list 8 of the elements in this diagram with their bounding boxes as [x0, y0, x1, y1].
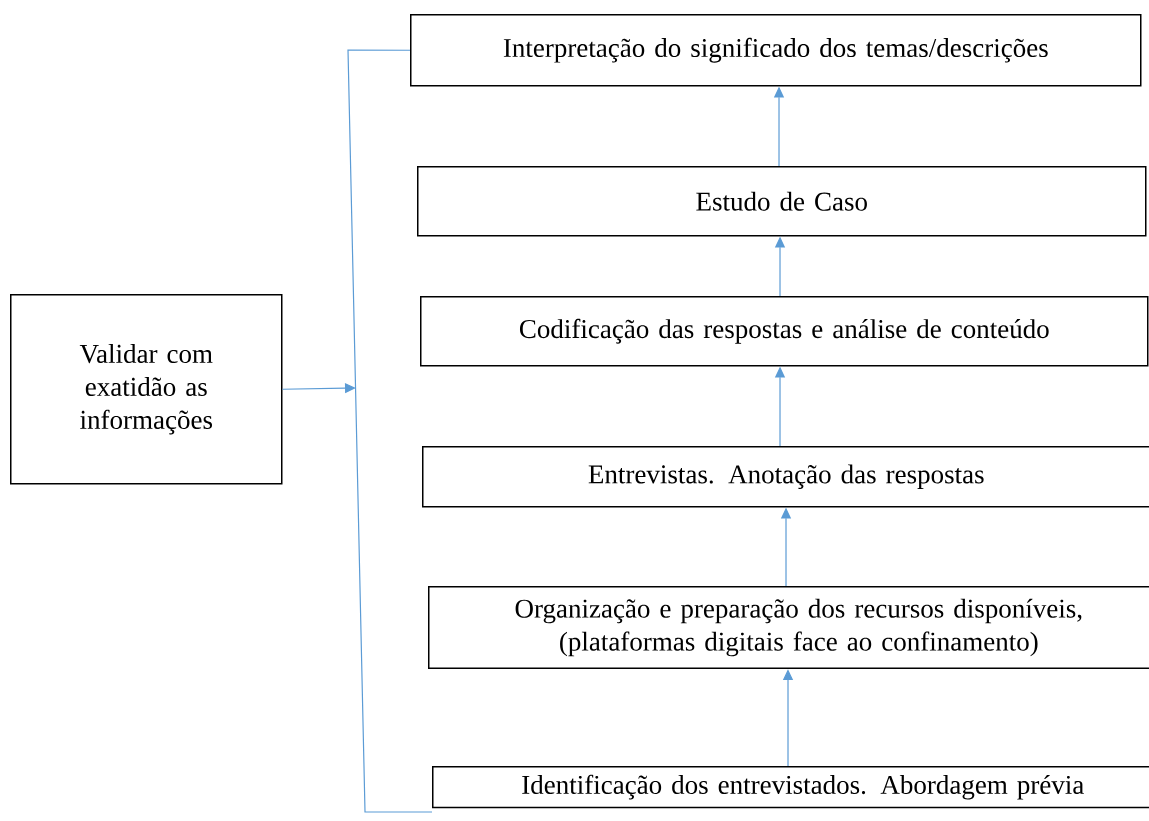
process-box: Entrevistas. Anotação das respostas	[422, 446, 1149, 508]
process-box: Identificação dos entrevistados. Abordagem prévia	[432, 766, 1149, 809]
process-box: Interpretação do significado dos temas/descrições	[410, 14, 1142, 87]
connector	[347, 49, 433, 813]
process-box: Codificação das respostas e análise de conteúdo	[420, 296, 1149, 367]
process-box: Validar com exatidão as informações	[10, 294, 283, 485]
process-box: Organização e preparação dos recursos disponíveis, (plataformas digitais face ao confinamento)	[428, 586, 1149, 670]
process-box: Estudo de Caso	[417, 166, 1147, 237]
